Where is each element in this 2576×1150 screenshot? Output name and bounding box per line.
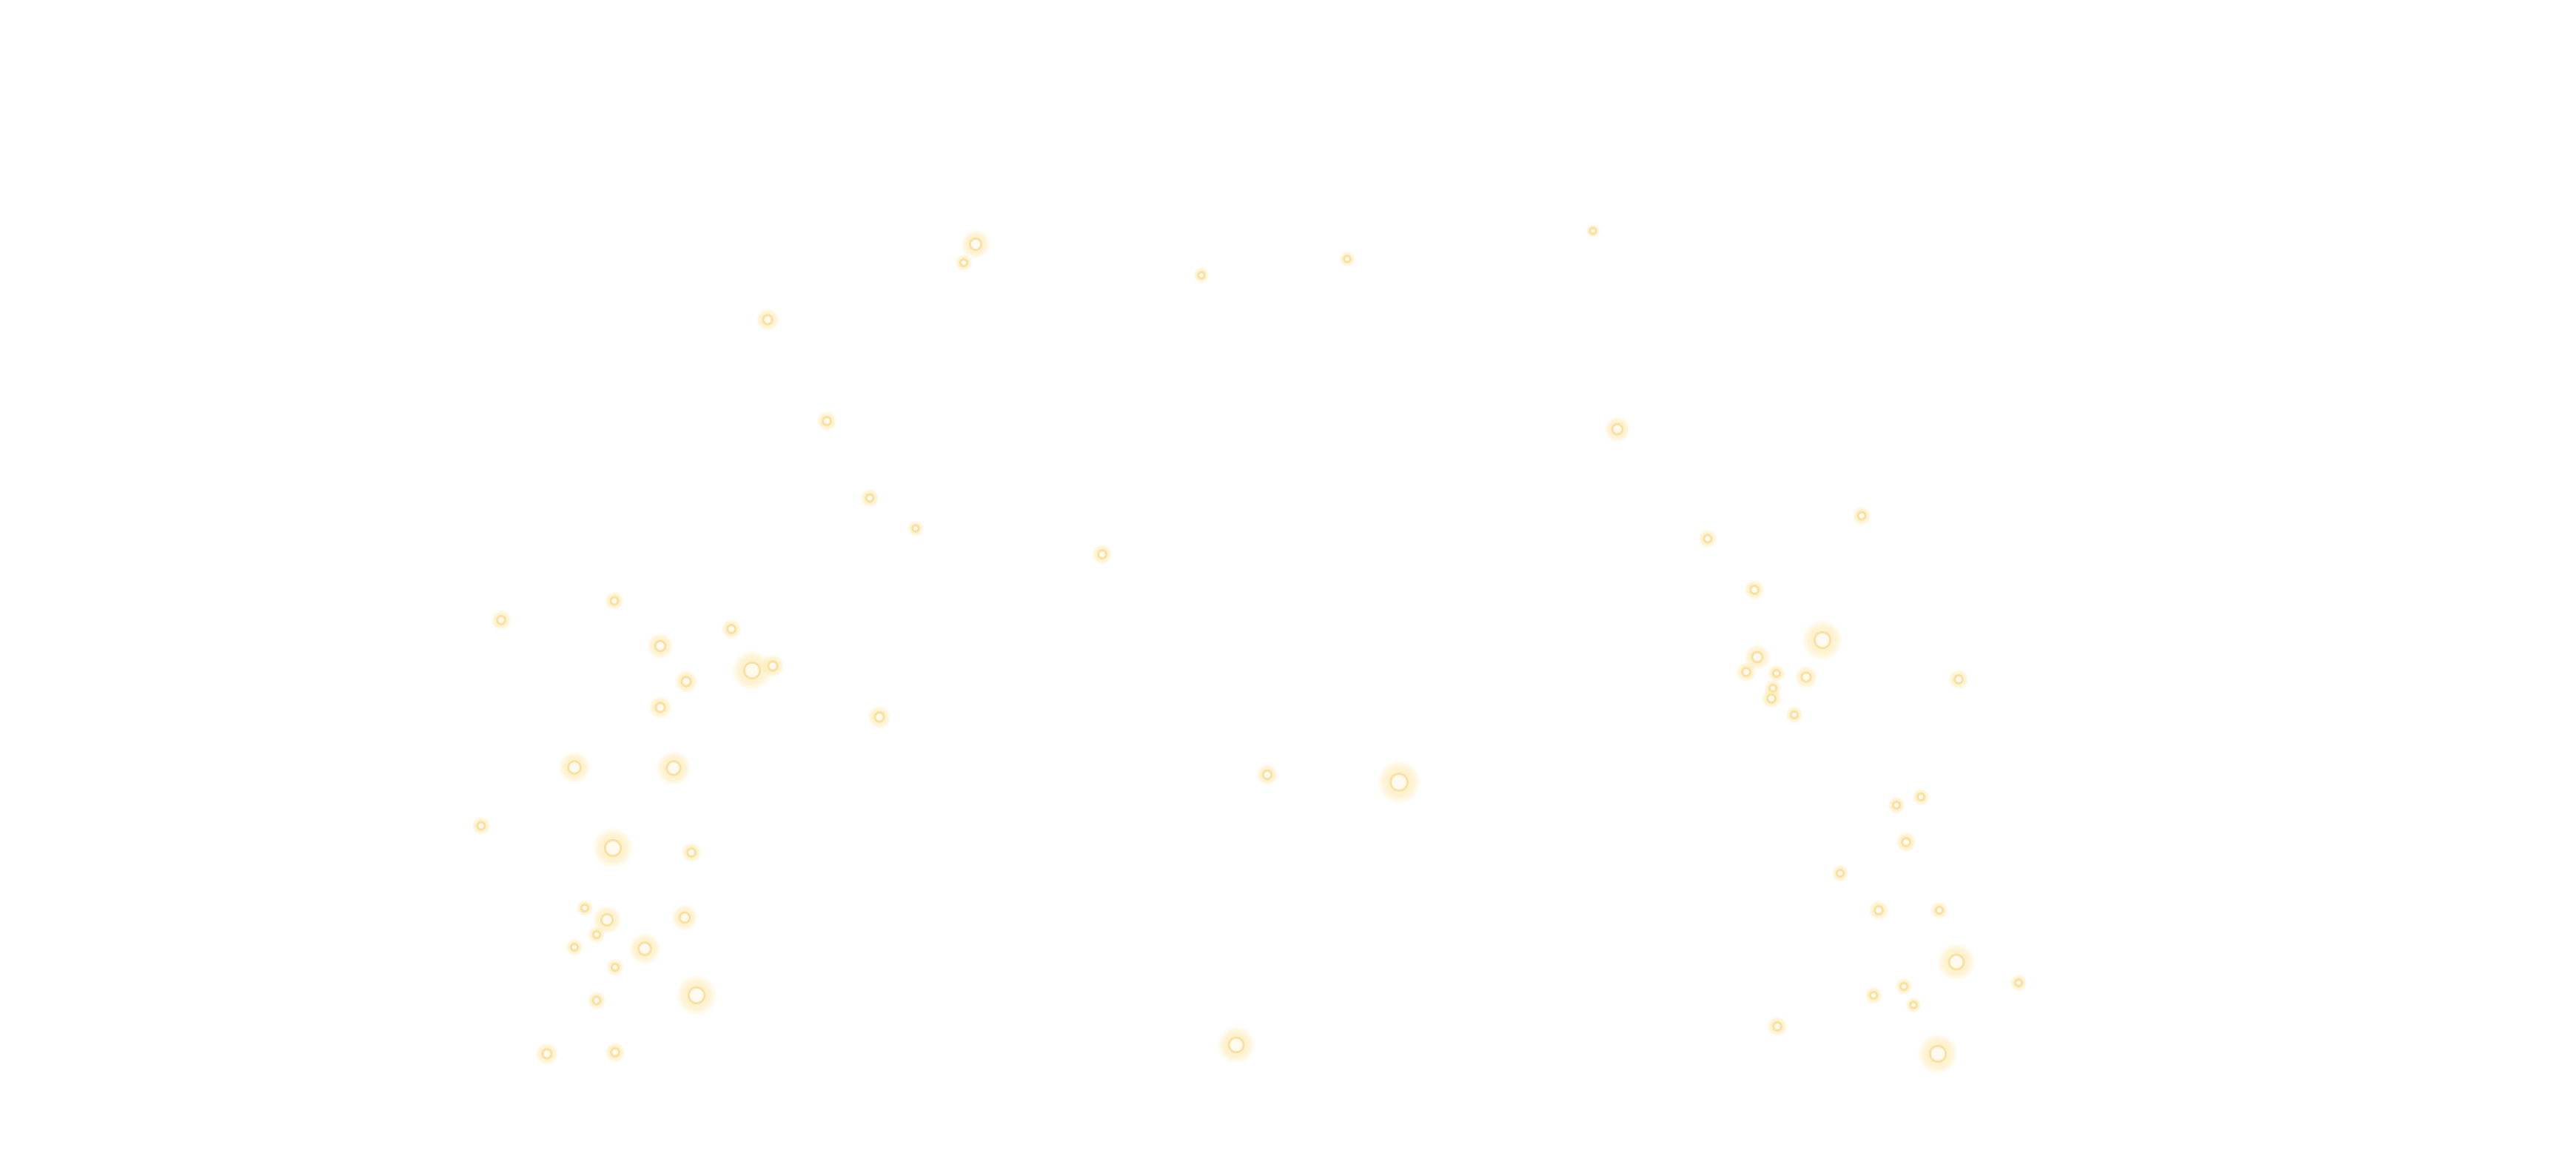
sparkle-core bbox=[1771, 668, 1782, 679]
sparkle-core bbox=[865, 493, 875, 503]
sparkle-core bbox=[1916, 792, 1926, 802]
sparkle-core bbox=[1097, 549, 1107, 559]
sparkle-core bbox=[1741, 667, 1751, 677]
sparkle-core bbox=[1751, 650, 1764, 664]
sparkle-core bbox=[1611, 423, 1624, 436]
sparkle-core bbox=[968, 237, 983, 252]
sparkle-core bbox=[1856, 511, 1867, 521]
sparkle-core bbox=[476, 821, 486, 831]
sparkle-core bbox=[911, 524, 920, 533]
sparkle-core bbox=[637, 941, 652, 956]
sparkle-core bbox=[603, 838, 623, 858]
sparkle-core bbox=[1197, 271, 1206, 280]
sparkle-core bbox=[822, 416, 832, 426]
sparkle-core bbox=[1227, 1036, 1245, 1054]
sparkle-core bbox=[1909, 1001, 1918, 1009]
sparkle-core bbox=[665, 760, 682, 776]
sparkle-core bbox=[686, 847, 697, 858]
sparkle-core bbox=[1899, 981, 1909, 992]
sparkle-core bbox=[591, 995, 602, 1006]
sparkle-core bbox=[1343, 255, 1352, 263]
sparkle-core bbox=[678, 911, 691, 924]
sparkle-core bbox=[742, 661, 762, 680]
sparkle-core bbox=[654, 639, 667, 653]
sparkle-core bbox=[1389, 773, 1409, 792]
sparkle-core bbox=[591, 929, 602, 940]
sparkle-core bbox=[580, 903, 590, 913]
sparkle-core bbox=[1891, 800, 1902, 810]
sparkle-core bbox=[1934, 905, 1945, 915]
sparkle-core bbox=[726, 624, 737, 634]
sparkle-core bbox=[1589, 226, 1597, 235]
sparkles-group bbox=[472, 223, 2027, 1075]
sparkle-core bbox=[600, 912, 614, 927]
sparkle-core bbox=[569, 942, 580, 952]
sparkle-core bbox=[1766, 693, 1777, 704]
sparkle-core bbox=[1874, 905, 1884, 915]
sparkle-core bbox=[1953, 674, 1964, 685]
sparkle-core bbox=[1261, 769, 1273, 781]
sparkle-core bbox=[873, 711, 885, 723]
sparkle-core bbox=[1928, 1044, 1948, 1063]
sparkle-core bbox=[496, 615, 506, 625]
sparkle-core bbox=[541, 1048, 553, 1060]
sparkle-core bbox=[1703, 534, 1713, 544]
sparkle-core bbox=[1749, 585, 1760, 595]
sparkle-core bbox=[687, 986, 706, 1005]
sparkle-core bbox=[762, 314, 774, 326]
sparkle-core bbox=[1901, 837, 1911, 847]
sparkle-core bbox=[654, 702, 666, 713]
sparkle-core bbox=[610, 1047, 620, 1057]
sparkle-core bbox=[1789, 710, 1799, 720]
sparkle-core bbox=[567, 760, 582, 775]
sparkle-core bbox=[1813, 631, 1832, 650]
sparkle-core bbox=[767, 660, 779, 672]
sparkle-core bbox=[609, 596, 620, 606]
sparkle-core bbox=[1772, 1021, 1782, 1032]
sparkle-core bbox=[1800, 671, 1812, 683]
sparkle-core bbox=[610, 962, 620, 972]
sparkle-core bbox=[1835, 868, 1845, 878]
sparkle-core bbox=[2013, 978, 2024, 988]
sparkle-core bbox=[680, 676, 692, 687]
sparkle-core bbox=[1868, 990, 1879, 1001]
sparkle-core bbox=[959, 258, 969, 268]
sparkle-core bbox=[1948, 953, 1965, 971]
